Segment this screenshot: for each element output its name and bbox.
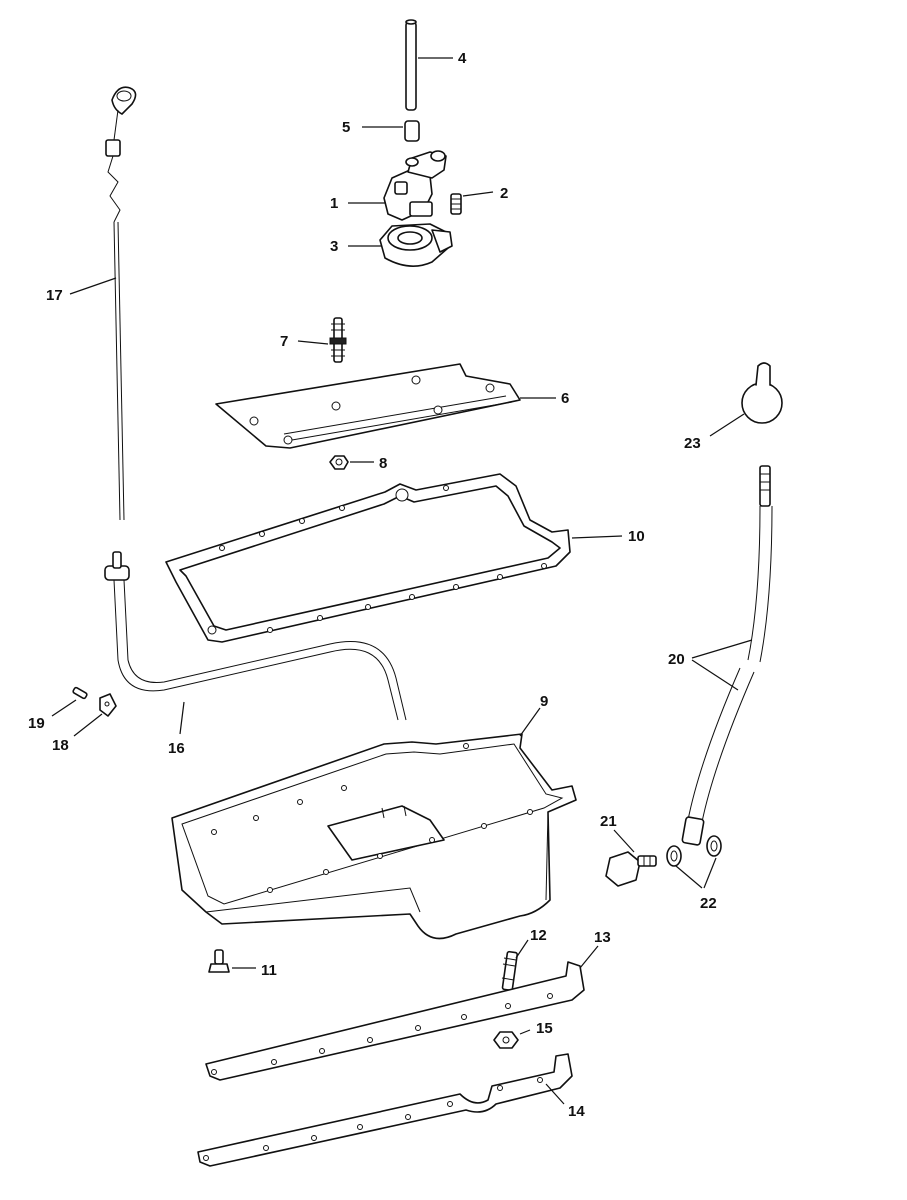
part-13-side-gasket (205, 961, 585, 1081)
leader-20b (691, 659, 739, 691)
leader-22a (675, 865, 703, 889)
callout-18: 18 (52, 737, 69, 754)
callout-4: 4 (458, 50, 467, 67)
leader-15 (519, 1029, 531, 1035)
callout-20: 20 (668, 651, 685, 668)
part-3-pickup-screen (379, 223, 453, 267)
callout-8: 8 (379, 455, 387, 472)
leader-19 (51, 699, 77, 717)
leader-14 (545, 1083, 565, 1105)
part-17-dipstick (105, 86, 137, 521)
part-8-nut (329, 455, 349, 470)
part-6-windage-tray (215, 363, 521, 449)
callout-13: 13 (594, 929, 611, 946)
callout-5: 5 (342, 119, 350, 136)
part-11-bolt (208, 949, 230, 973)
part-14-side-gasket (197, 1053, 573, 1167)
callout-2: 2 (500, 185, 508, 202)
part-21-drain-plug (605, 851, 657, 887)
callout-9: 9 (540, 693, 548, 710)
callout-22: 22 (700, 895, 717, 912)
leader-7 (297, 340, 329, 345)
callout-11: 11 (261, 962, 277, 979)
part-19-screw (72, 686, 88, 700)
part-23-tag (741, 362, 783, 424)
part-10-pan-gasket (165, 473, 571, 643)
leader-17 (69, 277, 117, 295)
callout-21: 21 (600, 813, 617, 830)
leader-23 (709, 413, 745, 437)
part-7-stud (329, 317, 347, 363)
leader-13 (579, 945, 599, 969)
callout-16: 16 (168, 740, 185, 757)
part-15-nut (493, 1031, 519, 1049)
part-20-drain-hose (681, 465, 773, 846)
callout-1: 1 (330, 195, 338, 212)
leader-12 (515, 939, 529, 959)
callout-12: 12 (530, 927, 547, 944)
leader-16 (179, 701, 185, 735)
callout-10: 10 (628, 528, 645, 545)
callout-3: 3 (330, 238, 338, 255)
part-16-dipstick-tube (104, 551, 407, 721)
callout-19: 19 (28, 715, 45, 732)
callout-15: 15 (536, 1020, 553, 1037)
leader-22b (703, 857, 717, 889)
leader-2 (462, 191, 494, 197)
leader-10 (571, 535, 623, 539)
callout-17: 17 (46, 287, 63, 304)
leader-9 (519, 707, 541, 737)
part-9-oil-pan (171, 733, 577, 940)
callout-23: 23 (684, 435, 701, 452)
part-5-shaft-coupling (404, 120, 420, 142)
part-1-oil-pump (383, 150, 447, 221)
part-22-washers (666, 835, 722, 867)
part-2-screw (450, 193, 462, 215)
callout-7: 7 (280, 333, 288, 350)
leader-18 (73, 713, 103, 737)
part-18-clip (99, 693, 117, 717)
callout-6: 6 (561, 390, 569, 407)
part-4-pump-shaft (405, 19, 417, 111)
leader-20a (691, 639, 753, 659)
part-12-stud (501, 950, 518, 992)
leader-21 (613, 829, 635, 853)
callout-14: 14 (568, 1103, 585, 1120)
